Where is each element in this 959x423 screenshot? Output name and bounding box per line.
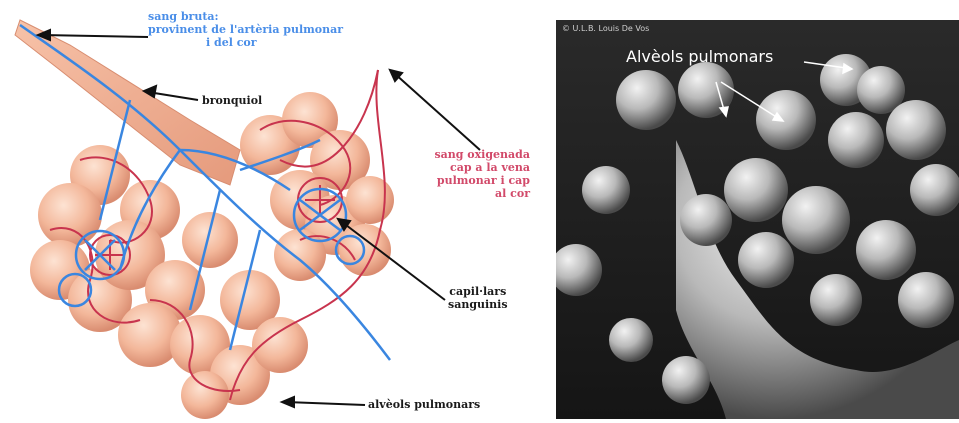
alveoli-label: alvèols pulmonars	[368, 398, 480, 411]
oxygenated-label-line-3: pulmonar i cap	[418, 174, 530, 187]
bronchiole-label: bronquiol	[202, 94, 262, 107]
capillaries-label: capil·lars sanguinis	[448, 285, 508, 311]
oxygenated-label-line-2: cap a la vena	[418, 161, 530, 174]
micrograph-image	[556, 20, 959, 419]
alveoli-diagram: sang bruta: provinent de l'artèria pulmo…	[0, 0, 540, 419]
electron-micrograph: © U.L.B. Louis De Vos Alvèols pulmonars	[556, 20, 959, 419]
deoxygenated-label-line-2: provinent de l'artèria pulmonar	[148, 23, 343, 36]
photo-title: Alvèols pulmonars	[626, 47, 773, 66]
oxygenated-blood-label: sang oxigenada cap a la vena pulmonar i …	[418, 148, 530, 200]
oxygenated-label-line-4: al cor	[418, 187, 530, 200]
capillaries-label-line-2: sanguinis	[448, 298, 508, 311]
deoxygenated-blood-label: sang bruta: provinent de l'artèria pulmo…	[148, 10, 343, 49]
deoxygenated-label-line-3: i del cor	[148, 36, 343, 49]
deoxygenated-label-line-1: sang bruta:	[148, 10, 343, 23]
alveoli-illustration	[0, 0, 540, 419]
oxygenated-label-line-1: sang oxigenada	[418, 148, 530, 161]
capillaries-label-line-1: capil·lars	[448, 285, 508, 298]
photo-credit: © U.L.B. Louis De Vos	[562, 24, 649, 33]
